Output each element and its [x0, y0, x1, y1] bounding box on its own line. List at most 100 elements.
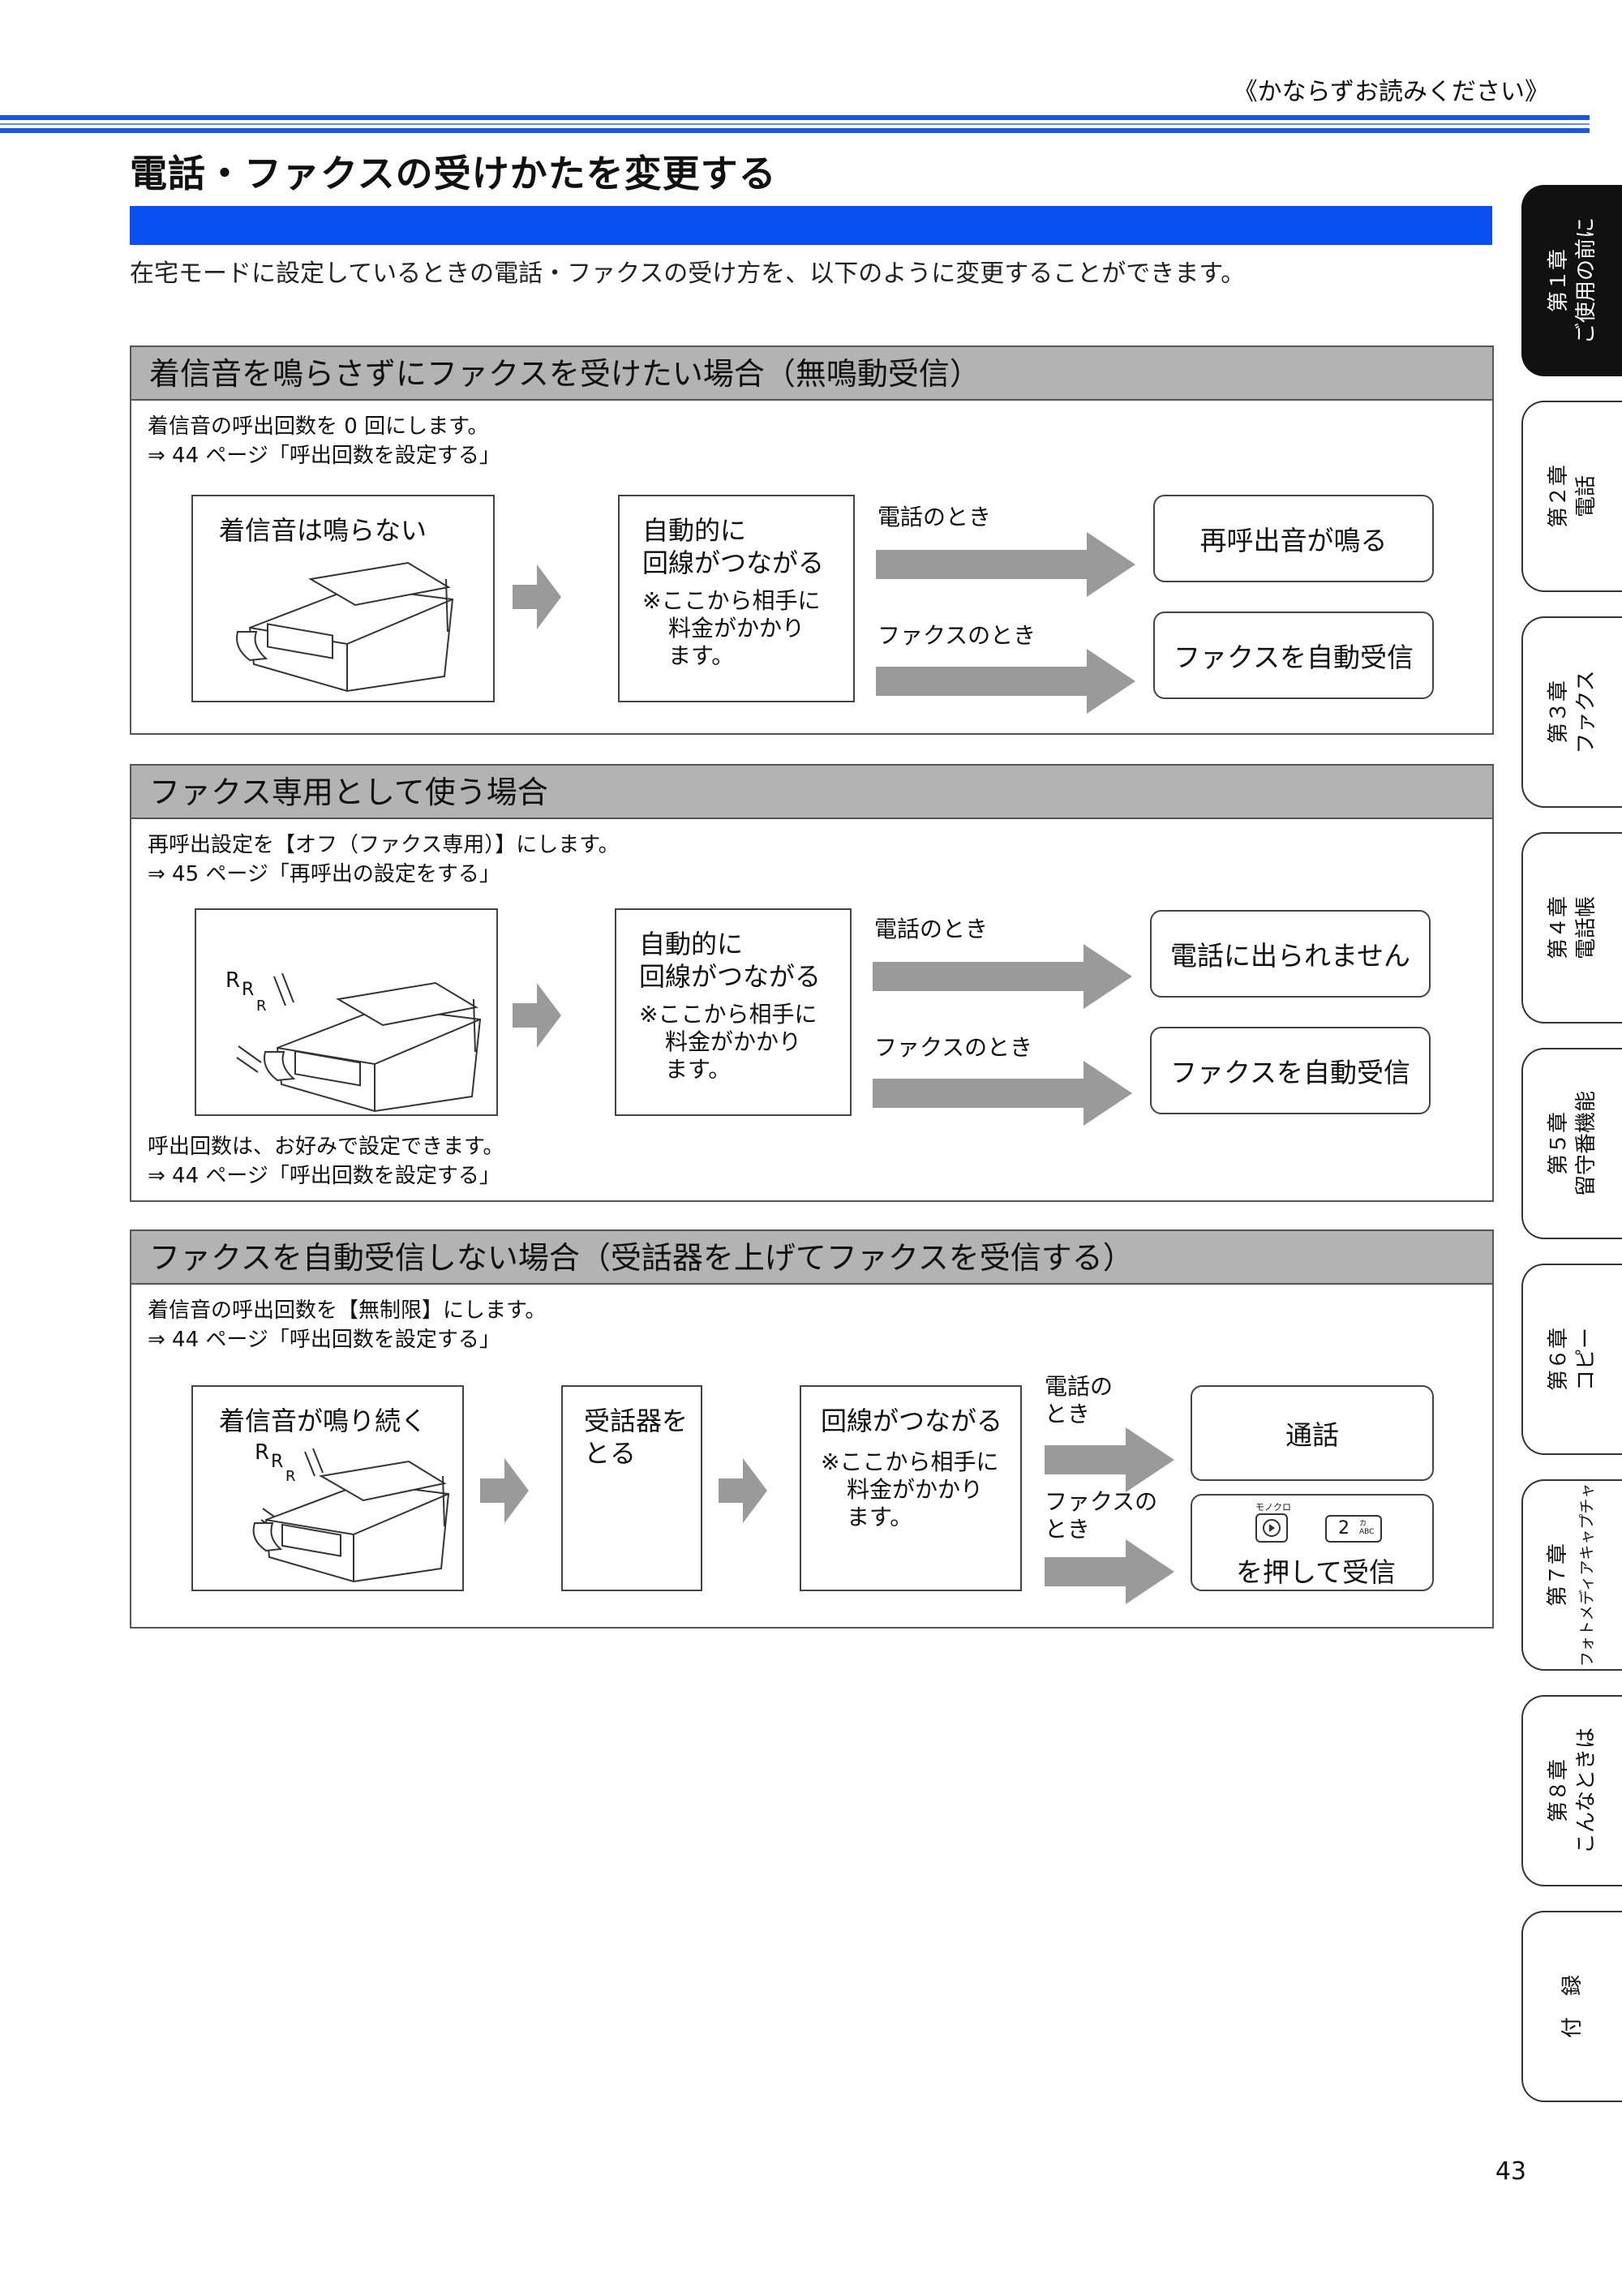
- section-note-ref: ⇒ 45 ページ「再呼出の設定をする」: [148, 862, 500, 886]
- ringing-fax-illustration-box: R R R: [195, 908, 498, 1116]
- dial-key-sub: カ ABC: [1359, 1520, 1375, 1536]
- mono-start-key: [1255, 1513, 1288, 1543]
- chapter-tab-label: 付 録: [1560, 1974, 1585, 2039]
- intro-text: 在宅モードに設定しているときの電話・ファクスの受け方を、以下のように変更すること…: [130, 260, 1246, 288]
- result-fax-box: モノクロ 2 カ ABC を押して受信: [1191, 1494, 1434, 1591]
- condition-label: 着信音は鳴らない: [219, 515, 427, 546]
- ring-letter: R: [225, 968, 241, 993]
- chapter-tab-label: 第１章ご使用の前に: [1547, 217, 1598, 345]
- phone-case-label-2: とき: [1045, 1401, 1091, 1427]
- chapter-tab-8[interactable]: 第８章こんなときは: [1521, 1695, 1622, 1886]
- chapter-tab-label: 第８章こんなときは: [1547, 1727, 1598, 1855]
- auto-connect-box: 自動的に 回線がつながる ※ここから相手に 料金がかかり ます。: [618, 495, 855, 702]
- ring-letter: R: [242, 980, 255, 1000]
- section-silent-receive: 着信音を鳴らさずにファクスを受けたい場合（無鳴動受信） 着信音の呼出回数を 0 …: [130, 345, 1494, 735]
- chapter-tab-1[interactable]: 第１章ご使用の前に: [1521, 185, 1622, 376]
- auto-connect-line1: 自動的に: [639, 929, 744, 959]
- header-rule-bottom: [0, 128, 1590, 133]
- chapter-tab-appendix[interactable]: 付 録: [1521, 1911, 1622, 2102]
- auto-connect-line2: 回線がつながる: [639, 961, 822, 992]
- fax-case-label: ファクスのとき: [878, 622, 1036, 649]
- fax-case-label-2: とき: [1045, 1516, 1091, 1543]
- condition-label: 着信音が鳴り続く: [219, 1405, 427, 1436]
- chapter-tab-4[interactable]: 第４章電話帳: [1521, 832, 1622, 1024]
- ring-letter: R: [285, 1468, 296, 1485]
- chapter-tab-label: 第６章コピー: [1547, 1327, 1598, 1392]
- ring-letter: R: [255, 1440, 270, 1465]
- charge-note-1: ※ここから相手に: [642, 587, 821, 614]
- fax-case-label: ファクスのとき: [874, 1034, 1033, 1061]
- charge-note-2: 料金がかかり: [665, 1028, 802, 1055]
- auto-connect-line1: 自動的に: [642, 515, 747, 546]
- section-note: 再呼出設定を【オフ（ファクス専用）】にします。: [148, 833, 620, 857]
- ring-letter: R: [271, 1452, 284, 1472]
- section-note: 着信音の呼出回数を【無制限】にします。: [148, 1298, 547, 1323]
- fax-case-arrow: [876, 649, 1135, 714]
- chapter-tab-label: 第４章電話帳: [1547, 895, 1598, 960]
- phone-case-label: 電話のとき: [878, 504, 992, 530]
- chapter-tab-label: 第５章留守番機能: [1547, 1090, 1598, 1197]
- result-phone-box: 再呼出音が鳴る: [1153, 495, 1434, 582]
- result-phone-box: 電話に出られません: [1150, 910, 1431, 998]
- chapter-tab-label: 第２章電話: [1547, 464, 1598, 529]
- charge-note-2: 料金がかかり: [847, 1476, 984, 1503]
- chapter-tab-7[interactable]: 第７章フォトメディアキャプチャ: [1521, 1479, 1622, 1671]
- fax-machine-illustration: [236, 561, 454, 693]
- condition-box: 着信音が鳴り続く R R R: [191, 1385, 464, 1591]
- section-heading: ファクスを自動受信しない場合（受話器を上げてファクスを受信する）: [131, 1231, 1492, 1285]
- section-note-ref: ⇒ 44 ページ「呼出回数を設定する」: [148, 1328, 500, 1352]
- start-icon: [1263, 1519, 1281, 1537]
- chapter-tab-label: 第７章フォトメディアキャプチャ: [1546, 1483, 1596, 1667]
- footnote-ref: ⇒ 44 ページ「呼出回数を設定する」: [148, 1164, 500, 1188]
- auto-connect-line2: 回線がつながる: [642, 547, 825, 578]
- section-note: 着信音の呼出回数を 0 回にします。: [148, 414, 489, 439]
- header-rule-top: [0, 115, 1590, 120]
- ring-letter: R: [256, 998, 267, 1015]
- line-connected-label: 回線がつながる: [821, 1405, 1003, 1436]
- charge-note-3: ます。: [668, 642, 735, 669]
- pick-up-line2: とる: [584, 1438, 637, 1469]
- charge-note-1: ※ここから相手に: [639, 1001, 817, 1028]
- chapter-tab-2[interactable]: 第２章電話: [1521, 401, 1622, 592]
- flow-arrow: [719, 1458, 767, 1523]
- section-fax-only: ファクス専用として使う場合 再呼出設定を【オフ（ファクス専用）】にします。 ⇒ …: [130, 764, 1494, 1202]
- result-talk-box: 通話: [1191, 1385, 1434, 1481]
- section-note-ref: ⇒ 44 ページ「呼出回数を設定する」: [148, 444, 500, 468]
- footnote: 呼出回数は、お好みで設定できます。: [148, 1135, 504, 1159]
- pick-up-handset-box: 受話器を とる: [561, 1385, 702, 1591]
- fax-machine-illustration: [252, 1448, 450, 1583]
- auto-connect-box: 自動的に 回線がつながる ※ここから相手に 料金がかかり ます。: [615, 908, 852, 1116]
- section-heading: ファクス専用として使う場合: [131, 766, 1492, 819]
- condition-box: 着信音は鳴らない: [191, 495, 495, 702]
- charge-note-3: ます。: [665, 1056, 732, 1083]
- fax-case-label: ファクスの: [1045, 1488, 1158, 1515]
- header-rule-thin: [0, 123, 1590, 125]
- charge-note-2: 料金がかかり: [668, 615, 805, 642]
- mono-label: モノクロ: [1255, 1502, 1291, 1513]
- header-note: 《かならずお読みください》: [1233, 78, 1549, 106]
- line-connected-box: 回線がつながる ※ここから相手に 料金がかかり ます。: [800, 1385, 1022, 1591]
- charge-note-1: ※ここから相手に: [821, 1448, 999, 1475]
- fax-machine-illustration: [236, 972, 482, 1113]
- result-fax-box: ファクスを自動受信: [1153, 612, 1434, 699]
- chapter-tab-5[interactable]: 第５章留守番機能: [1521, 1048, 1622, 1239]
- phone-case-label: 電話の: [1045, 1373, 1114, 1400]
- page-title: 電話・ファクスの受けかたを変更する: [130, 152, 777, 195]
- section-manual-receive: ファクスを自動受信しない場合（受話器を上げてファクスを受信する） 着信音の呼出回…: [130, 1230, 1494, 1629]
- chapter-tab-label: 第３章ファクス: [1547, 670, 1598, 754]
- fax-case-arrow: [1045, 1539, 1174, 1604]
- chapter-tab-3[interactable]: 第３章ファクス: [1521, 616, 1622, 808]
- fax-case-arrow: [873, 1061, 1132, 1126]
- chapter-tab-6[interactable]: 第６章コピー: [1521, 1264, 1622, 1455]
- flow-arrow: [480, 1458, 529, 1523]
- page-number: 43: [1495, 2157, 1526, 2186]
- phone-case-arrow: [876, 532, 1135, 597]
- phone-case-label: 電話のとき: [874, 916, 989, 942]
- dial-key-digit: 2: [1338, 1518, 1350, 1539]
- section-heading: 着信音を鳴らさずにファクスを受けたい場合（無鳴動受信）: [131, 347, 1492, 401]
- pick-up-line1: 受話器を: [584, 1405, 689, 1436]
- dial-key-2: 2 カ ABC: [1325, 1515, 1382, 1543]
- phone-case-arrow: [1045, 1427, 1174, 1492]
- flow-arrow: [513, 983, 561, 1048]
- press-to-receive-label: を押して受信: [1236, 1556, 1397, 1588]
